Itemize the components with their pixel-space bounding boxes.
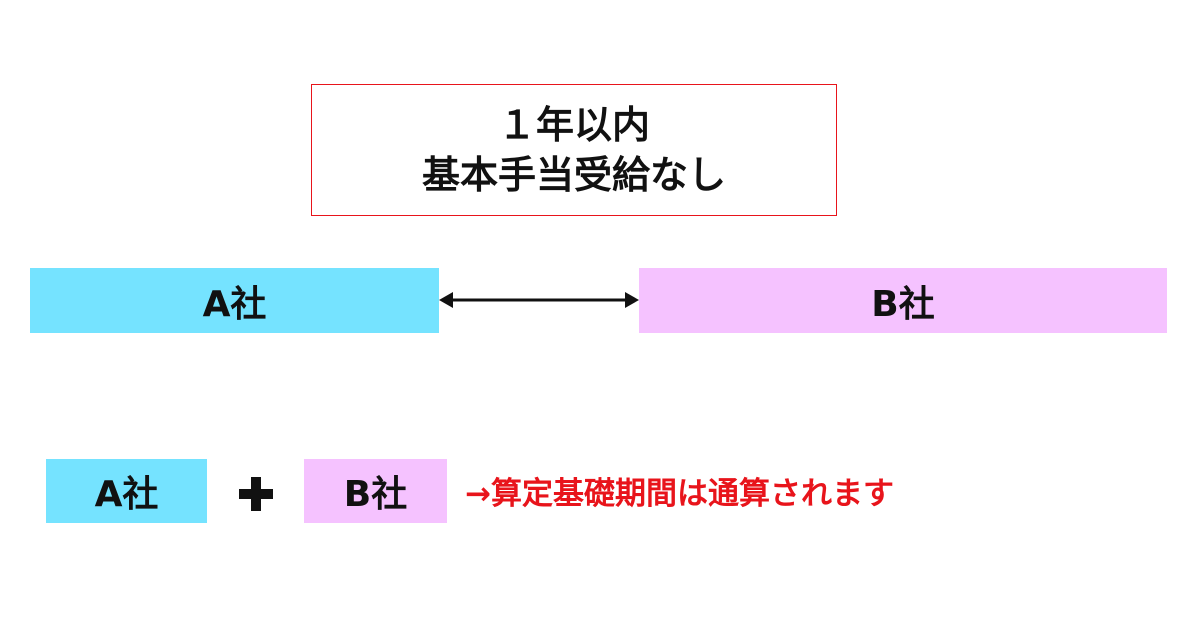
title-line-1: １年以内 (497, 103, 650, 147)
formula-company-b-label: B社 (343, 474, 408, 515)
title-line-2: 基本手当受給なし (421, 153, 726, 197)
company-b-bar: B社 (639, 268, 1167, 333)
summary-note: →算定基礎期間は通算されます (465, 476, 894, 512)
formula-company-a: A社 (46, 459, 207, 523)
company-b-label: B社 (871, 283, 935, 325)
double-arrow-icon (439, 292, 639, 308)
title-box: １年以内 基本手当受給なし (311, 84, 837, 216)
company-a-bar: A社 (30, 268, 439, 333)
plus-icon (239, 477, 273, 511)
company-a-label: A社 (202, 283, 267, 325)
formula-company-a-label: A社 (94, 474, 159, 515)
formula-company-b: B社 (304, 459, 447, 523)
